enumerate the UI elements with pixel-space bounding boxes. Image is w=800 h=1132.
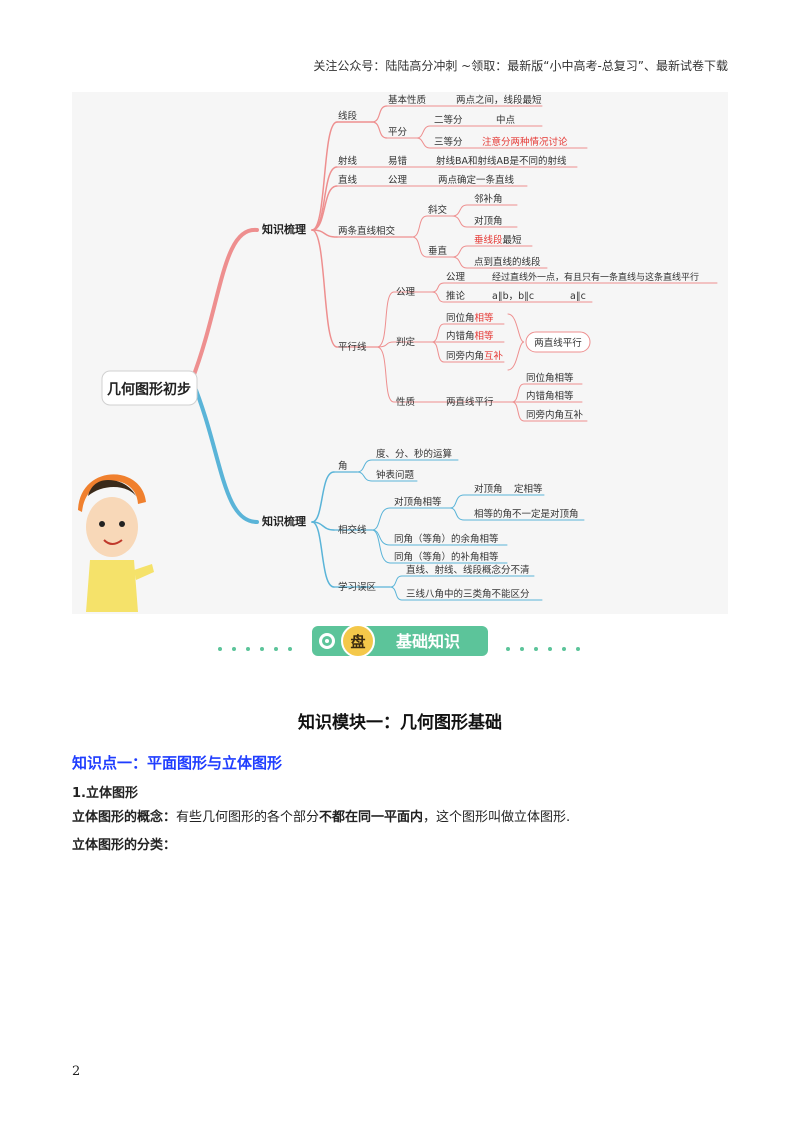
banner-icon-char: 盘	[350, 633, 365, 651]
boy-illustration	[78, 474, 154, 612]
branch-top-label: 知识梳理	[261, 222, 306, 236]
concept-text-2: ，这个图形叫做立体图形.	[423, 810, 571, 825]
node-chuizhi: 垂直	[428, 245, 448, 257]
node-xiangjiao: 两条直线相交	[338, 225, 396, 237]
mind-map-svg: 几何图形初步 知识梳理 知识梳理 线段 基本性质 两点之间，线段最短 平分 二等…	[78, 94, 718, 612]
node-xingzhi: 性质	[396, 396, 416, 408]
node-tuilun-value2: a∥c	[570, 291, 586, 302]
node-gongli2-label: 公理	[446, 272, 466, 283]
node-liangzhi2: 两直线平行	[446, 396, 494, 408]
banner-badge	[341, 624, 375, 658]
node-bujiao: 同角（等角）的补角相等	[394, 551, 499, 563]
mind-map: 几何图形初步 知识梳理 知识梳理 线段 基本性质 两点之间，线段最短 平分 二等…	[72, 92, 728, 614]
node-wq1: 直线、射线、线段概念分不清	[406, 564, 530, 576]
node-tongpang: 同旁内角互补	[446, 350, 504, 362]
node-dufen: 度、分、秒的运算	[376, 448, 452, 460]
section-banner: 盘 基础知识	[0, 616, 800, 666]
node-x1: 同位角相等	[526, 372, 574, 384]
node-sandeng: 三等分	[434, 136, 463, 148]
knowledge-point-title: 知识点一：平面图形与立体图形	[72, 754, 283, 772]
node-sandeng-value: 注意分两种情况讨论	[482, 136, 568, 148]
branch-bottom-label: 知识梳理	[261, 514, 306, 528]
node-wuqu: 学习误区	[338, 581, 377, 593]
node-xiangjiaoxian: 相交线	[338, 524, 367, 536]
node-jiao: 角	[338, 460, 348, 472]
concept-paragraph: 立体图形的概念：有些几何图形的各个部分不都在同一平面内，这个图形叫做立体图形.	[72, 806, 570, 825]
node-tuilun: 推论	[446, 290, 466, 302]
node-yujiao: 同角（等角）的余角相等	[394, 533, 499, 545]
node-pingxing: 平行线	[338, 341, 367, 353]
node-jiben: 基本性质	[388, 94, 427, 106]
node-pingfen: 平分	[388, 127, 408, 138]
node-panding: 判定	[396, 336, 416, 348]
node-dian: 点到直线的线段	[474, 256, 541, 268]
node-x3: 同旁内角互补	[526, 409, 584, 421]
node-neicuo: 内错角相等	[446, 330, 494, 342]
root-node	[101, 370, 198, 406]
page-number: 2	[72, 1064, 81, 1079]
concept-bold: 不都在同一平面内	[319, 810, 424, 825]
node-zhongbiao: 钟表问题	[376, 469, 415, 481]
node-zhongdian: 中点	[496, 114, 516, 126]
root-label: 几何图形初步	[107, 381, 191, 398]
concept-text-1: 有些几何图形的各个部分	[176, 810, 320, 825]
node-gongli: 公理	[388, 175, 408, 186]
module-title: 知识模块一：几何图形基础	[298, 713, 502, 733]
node-gongli2: 公理	[396, 287, 416, 298]
classify-label: 立体图形的分类：	[72, 838, 177, 853]
node-xdbuyiding: 相等的角不一定是对顶角	[474, 508, 579, 520]
node-shexian-value: 射线BA和射线AB是不同的射线	[436, 155, 567, 167]
node-xiejiao: 斜交	[428, 204, 448, 216]
node-linbu: 邻补角	[474, 193, 503, 205]
target-icon	[319, 633, 335, 649]
node-erdeng: 二等分	[434, 114, 463, 126]
pill-liangzhi	[525, 331, 591, 353]
node-jiben-value: 两点之间，线段最短	[456, 94, 542, 106]
node-shexian: 射线	[338, 155, 358, 167]
node-xianduan: 线段	[338, 110, 358, 122]
node-tongwei: 同位角相等	[446, 312, 494, 324]
node-ddj: 对顶角	[474, 483, 503, 495]
node-duiding: 对顶角	[474, 215, 503, 227]
node-zhixian: 直线	[338, 174, 358, 186]
page-header: 关注公众号：陆陆高分冲刺 ~领取：最新版“小中高考-总复习”、最新试卷下载	[313, 59, 728, 73]
concept-label: 立体图形的概念：	[72, 810, 177, 825]
node-zhixian-value: 两点确定一条直线	[438, 174, 515, 186]
node-liangzhi: 两直线平行	[534, 337, 582, 349]
node-x2: 内错角相等	[526, 390, 574, 402]
sub-heading: 1.立体图形	[72, 786, 138, 801]
node-yicuo: 易错	[388, 155, 408, 167]
node-gongli2-value: 经过直线外一点，有且只有一条直线与这条直线平行	[492, 271, 699, 283]
banner-label: 基础知识	[395, 632, 460, 651]
node-tuilun-value1: a∥b，b∥c	[492, 291, 534, 302]
node-chuixian: 垂线段最短	[474, 234, 522, 246]
node-dingxd: 定相等	[514, 483, 543, 495]
node-duidingxd: 对顶角相等	[394, 496, 442, 508]
node-wq2: 三线八角中的三类角不能区分	[406, 588, 530, 600]
